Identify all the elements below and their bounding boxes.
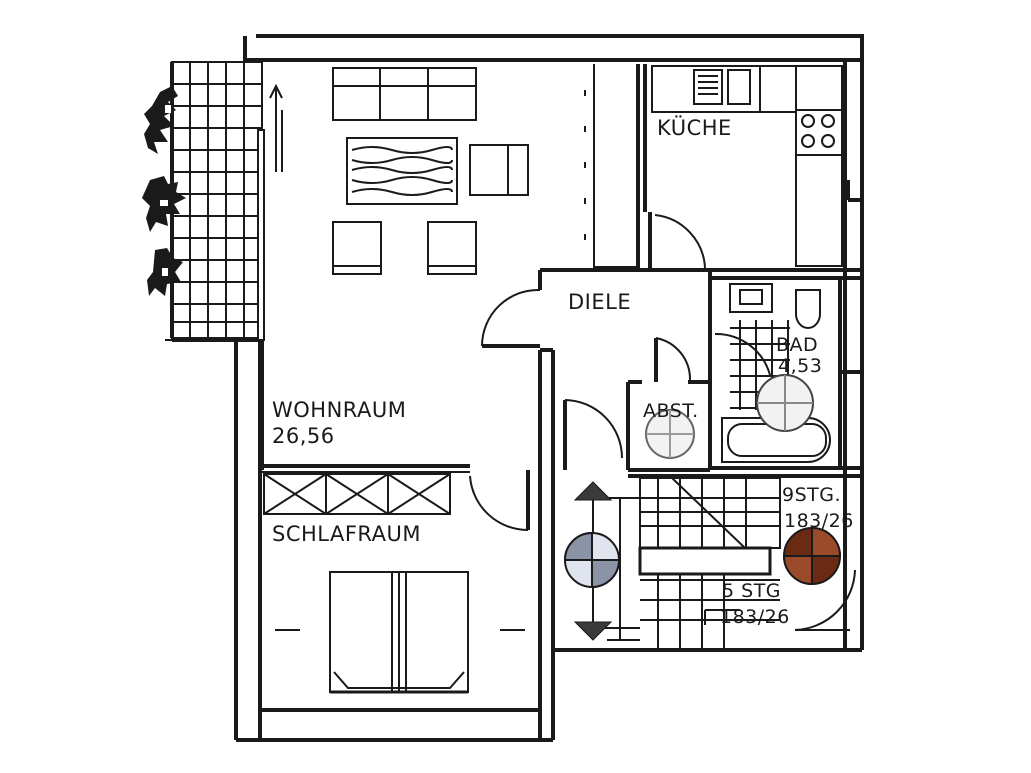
balcony-door-arrow-icon [269,83,283,172]
wall-unit [469,144,529,196]
disk-stair-right-icon [782,526,842,586]
room-label-schlafraum: SCHLAFRAUM [272,522,422,546]
room-area-bad: 4,53 [778,355,823,377]
door-wohnraum [481,288,541,348]
room-label-diele: DIELE [568,290,632,314]
door-abst [654,337,692,382]
wardrobe [263,473,451,515]
door-kueche [648,212,706,269]
coffee-table [346,137,458,205]
door-bad [714,332,771,376]
disk-abst-icon [645,409,695,459]
door-schlafraum [469,470,530,532]
stairs-lower-steps: 5 STG [722,580,782,602]
stairs-upper-steps: 9STG. [782,484,842,506]
disk-stair-left-icon [563,531,621,589]
balcony-plants-inner [160,105,171,276]
staircase [600,477,781,648]
sofa [332,67,477,121]
stairs-upper-ratio: 183/26 [784,510,854,532]
down-arrow-icon [573,621,613,641]
armchairs [332,221,477,275]
room-label-kueche: KÜCHE [657,116,732,140]
stairs-lower-ratio: 183/26 [720,606,790,628]
stair-guide [704,609,850,631]
double-bed [275,571,525,694]
room-label-bad: BAD [776,334,819,356]
stove-icon [801,114,835,148]
door-entrance [794,569,856,631]
balcony-plants-icon [142,86,186,296]
up-arrow-icon [573,481,613,501]
room-area-wohnraum: 26,56 [272,424,335,448]
interior-walls [260,64,862,478]
disk-bad-icon [756,374,814,432]
room-label-wohnraum: WOHNRAUM [272,398,407,422]
kitchen-fixtures [651,65,843,267]
room-label-abst: ABST. [643,400,699,422]
door-diele-lower [563,399,623,470]
